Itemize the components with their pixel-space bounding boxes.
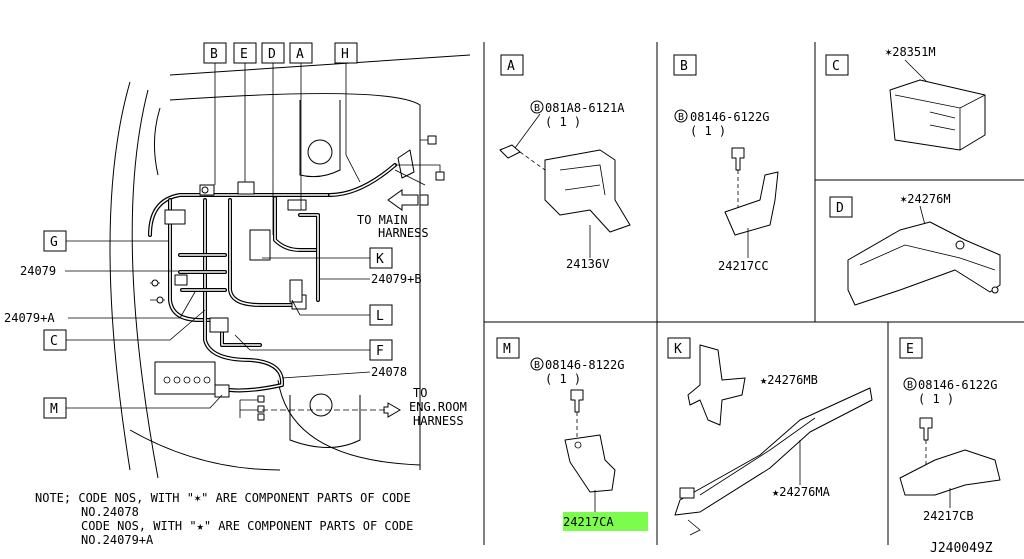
bracket-24276mb: [687, 344, 746, 426]
panel-m-label: M: [503, 342, 511, 357]
bolt-symbol-icon: [674, 109, 688, 123]
callout-c: C: [50, 334, 58, 349]
panel-e: E B 08146-6122G ( 1 ) 24217CB: [899, 337, 1001, 523]
panel-m-bolt: 08146-8122G: [545, 358, 624, 372]
part-24079: 24079: [20, 264, 56, 278]
panel-d: D ✶24276M: [829, 192, 1001, 306]
part-24079b: 24079+B: [371, 272, 422, 286]
note-line3: CODE NOS, WITH "★" ARE COMPONENT PARTS O…: [81, 519, 413, 533]
bolt-icon: [570, 389, 584, 413]
panel-a-bolt: 081A8-6121A: [545, 101, 625, 115]
panel-m-qty: ( 1 ): [545, 372, 581, 386]
panel-c-label: C: [832, 59, 840, 74]
to-main-harness-line1: TO MAIN: [357, 213, 408, 227]
panel-d-part: ✶24276M: [900, 192, 951, 206]
panel-m-bolt-symbol: B: [534, 360, 540, 371]
callout-k: K: [376, 252, 384, 267]
note: NOTE; CODE NOS, WITH "✶" ARE COMPONENT P…: [35, 491, 413, 547]
panel-e-label: E: [906, 342, 914, 357]
bracket-24217ca: [564, 434, 616, 493]
panel-b: B B 08146-6122G ( 1 ) 24217CC: [673, 54, 779, 273]
callout-a: A: [296, 47, 304, 62]
panel-a-label: A: [507, 59, 515, 74]
panel-b-label: B: [680, 59, 688, 74]
part-24079a: 24079+A: [4, 311, 55, 325]
bolt-symbol-icon: [530, 100, 544, 114]
callout-l: L: [376, 309, 384, 324]
part-highlight: [563, 512, 648, 531]
bolt-icon: [919, 417, 933, 441]
note-line1: NOTE; CODE NOS, WITH "✶" ARE COMPONENT P…: [35, 491, 411, 505]
panel-m: M B 08146-8122G ( 1 ) 24217CA: [496, 337, 648, 531]
bolt-symbol-icon: [903, 377, 917, 391]
callout-e: E: [240, 47, 248, 62]
panel-e-part: 24217CB: [923, 509, 974, 523]
main-view: TO MAIN HARNESS TO ENG.ROOM HARNESS B E …: [4, 42, 471, 479]
callout-m: M: [50, 402, 58, 417]
callout-b: B: [210, 47, 218, 62]
panel-c-part: ✶28351M: [885, 45, 936, 59]
panel-k-label: K: [674, 342, 682, 357]
callout-d: D: [268, 47, 276, 62]
panel-d-label: D: [836, 201, 844, 216]
panel-e-qty: ( 1 ): [918, 392, 954, 406]
bracket-24217cb: [899, 449, 1001, 496]
part-24078: 24078: [371, 365, 407, 379]
connector-28351m: [889, 79, 986, 151]
bolt-icon: [499, 144, 521, 159]
panel-k-part2: ★24276MA: [772, 485, 831, 499]
to-eng-room-line1: TO: [413, 386, 427, 400]
panel-a-bolt-symbol: B: [534, 103, 540, 114]
callout-g: G: [50, 235, 58, 250]
to-eng-room-line2: ENG.ROOM: [409, 400, 467, 414]
panel-b-qty: ( 1 ): [690, 124, 726, 138]
bracket-24136v: [544, 149, 631, 233]
panel-c: C ✶28351M: [825, 45, 986, 151]
note-line4: NO.24079+A: [81, 533, 154, 547]
callout-f: F: [376, 344, 384, 359]
to-eng-room-line3: HARNESS: [413, 414, 464, 428]
diagram-code: J240049Z: [930, 541, 993, 556]
panel-k: K ★24276MB ★24276MA: [667, 337, 873, 536]
panel-grid: [483, 42, 1024, 545]
panel-e-bolt: 08146-6122G: [918, 378, 997, 392]
bolt-icon: [731, 147, 745, 171]
panel-a-part: 24136V: [566, 257, 609, 271]
bolt-symbol-icon: [530, 357, 544, 371]
callout-h: H: [341, 47, 349, 62]
panel-a-qty: ( 1 ): [545, 115, 581, 129]
panel-b-bolt-symbol: B: [678, 112, 684, 123]
to-main-harness-line2: HARNESS: [378, 226, 429, 240]
panel-m-part: 24217CA: [563, 515, 614, 529]
panel-e-bolt-symbol: B: [907, 380, 913, 391]
panel-a: A B 081A8-6121A ( 1 ) 24136V: [499, 54, 631, 271]
note-line2: NO.24078: [81, 505, 139, 519]
panel-b-bolt: 08146-6122G: [690, 110, 769, 124]
panel-k-part1: ★24276MB: [760, 373, 818, 387]
harness-protector-24276ma: [674, 387, 873, 516]
panel-b-part: 24217CC: [718, 259, 769, 273]
bracket-24217cc: [724, 171, 779, 236]
